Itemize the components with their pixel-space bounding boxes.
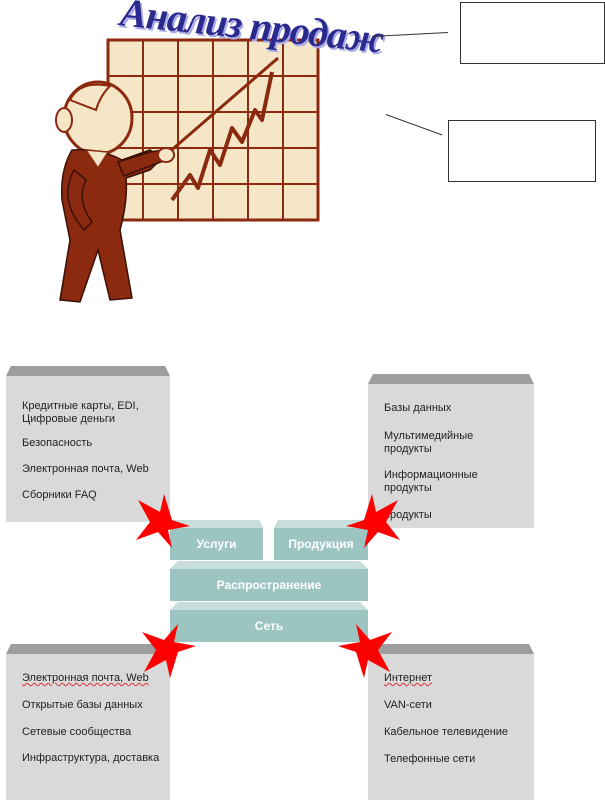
panel-distribution-bottom-left: Электронная почта, Web Открытые базы дан…: [6, 644, 170, 800]
sales-trend-line: [170, 71, 274, 202]
block-network: Сеть: [170, 602, 368, 642]
list-item-text: Интернет: [384, 672, 432, 684]
list-item: Инфраструктура, доставка: [22, 752, 160, 764]
pointer-stick: [159, 56, 279, 162]
callout-box-bottom: [448, 120, 596, 182]
block-label: Сеть: [254, 619, 284, 633]
list-item-text: Электронная почта, Web: [22, 672, 149, 684]
panel-network-bottom-right: Интернет VAN-сети Кабельное телевидение …: [368, 644, 534, 800]
block-distribution: Распространение: [170, 561, 368, 601]
chart-board: [106, 38, 320, 222]
block-label: Услуги: [196, 537, 237, 551]
list-item: Базы данных: [384, 402, 452, 414]
block-bevel: [170, 561, 368, 569]
red-arrow-icon: [338, 624, 392, 678]
block-bevel: [170, 520, 263, 528]
panel-top-edge: [368, 374, 534, 384]
block-bevel: [274, 520, 368, 528]
sales-presenter-illustration: [55, 38, 320, 303]
callout-box-top: [460, 2, 605, 64]
list-item: Кредитные карты, EDI, Цифровые деньги: [22, 400, 139, 425]
block-services: Услуги: [170, 520, 263, 560]
panel-top-edge: [6, 644, 170, 654]
list-item: Сборники FAQ: [22, 489, 97, 501]
red-arrow-icon: [346, 494, 400, 548]
block-label: Продукция: [288, 537, 354, 551]
panel-top-edge: [368, 644, 534, 654]
red-arrow-icon: [142, 624, 196, 678]
red-arrow-icon: [136, 494, 190, 548]
panel-top-edge: [6, 366, 170, 376]
list-item: Открытые базы данных: [22, 699, 143, 711]
list-item: Сетевые сообщества: [22, 726, 132, 738]
list-item: VAN-сети: [384, 699, 432, 711]
list-item: Телефонные сети: [384, 753, 476, 765]
block-bevel: [170, 602, 368, 610]
list-item: Мультимедийные продукты: [384, 430, 474, 455]
block-label: Распространение: [216, 578, 322, 592]
list-item: Безопасность: [22, 437, 93, 449]
list-item: Электронная почта, Web: [22, 463, 149, 475]
list-item: Электронная почта, Web: [22, 672, 162, 685]
list-item: Информационные продукты: [384, 469, 478, 494]
presenter-figure: [55, 80, 175, 303]
panel-services-top-left: Кредитные карты, EDI, Цифровые деньги Бе…: [6, 366, 170, 522]
list-item: Интернет: [384, 672, 524, 685]
list-item: Кабельное телевидение: [384, 726, 509, 738]
block-products: Продукция: [274, 520, 368, 560]
list-item: продукты: [384, 509, 432, 521]
